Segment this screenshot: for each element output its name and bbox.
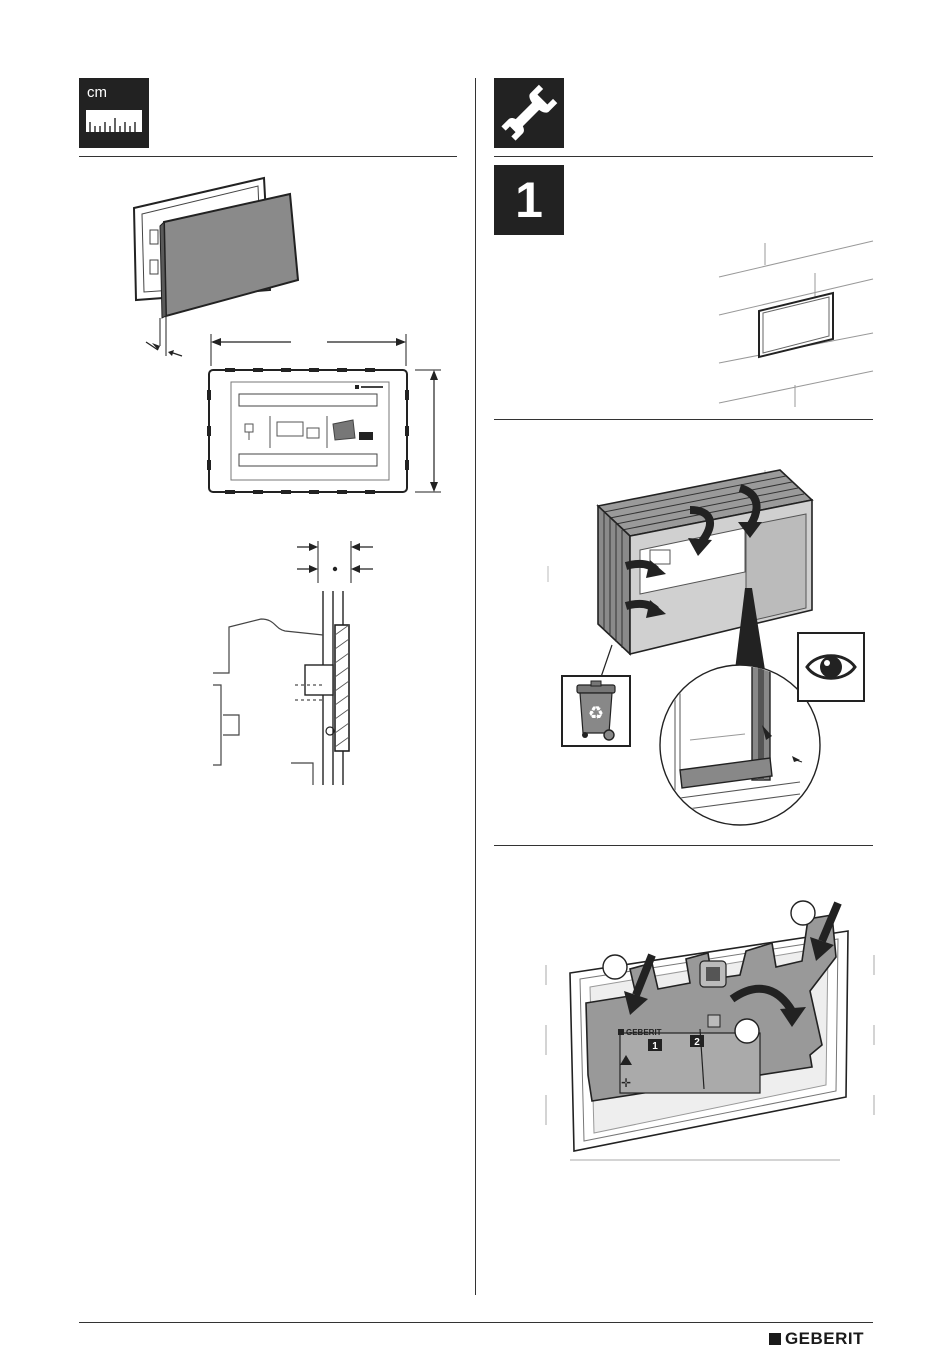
- wrench-icon: [494, 78, 564, 148]
- wall-opening-drawing: [715, 235, 875, 410]
- frame-front-view-drawing: [195, 330, 455, 500]
- wall-section-drawing: [205, 535, 390, 790]
- recycling-bin-icon: ♻: [561, 675, 631, 747]
- logo-square-icon: [769, 1333, 781, 1345]
- step-number-badge: 1: [494, 165, 564, 235]
- panel-number-1: 1: [652, 1041, 658, 1052]
- column-divider: [475, 78, 476, 1295]
- eye-icon: [797, 632, 865, 702]
- protective-panel-drawing: 1 2 GEBERIT ✛: [540, 895, 880, 1165]
- svg-text:✛: ✛: [621, 1076, 631, 1090]
- panel-brand-text: GEBERIT: [626, 1028, 662, 1037]
- panel-number-2: 2: [694, 1037, 700, 1048]
- footer-rule: [79, 1322, 873, 1323]
- svg-text:♻: ♻: [588, 703, 604, 723]
- footer-brand-text: GEBERIT: [785, 1329, 864, 1349]
- step-number: 1: [494, 165, 564, 235]
- footer-logo: GEBERIT: [769, 1329, 864, 1349]
- measurement-ruler-icon: cm: [79, 78, 149, 148]
- section-rule-3: [494, 845, 873, 846]
- left-header-rule: [79, 156, 457, 157]
- right-header-rule: [494, 156, 873, 157]
- section-rule-2: [494, 419, 873, 420]
